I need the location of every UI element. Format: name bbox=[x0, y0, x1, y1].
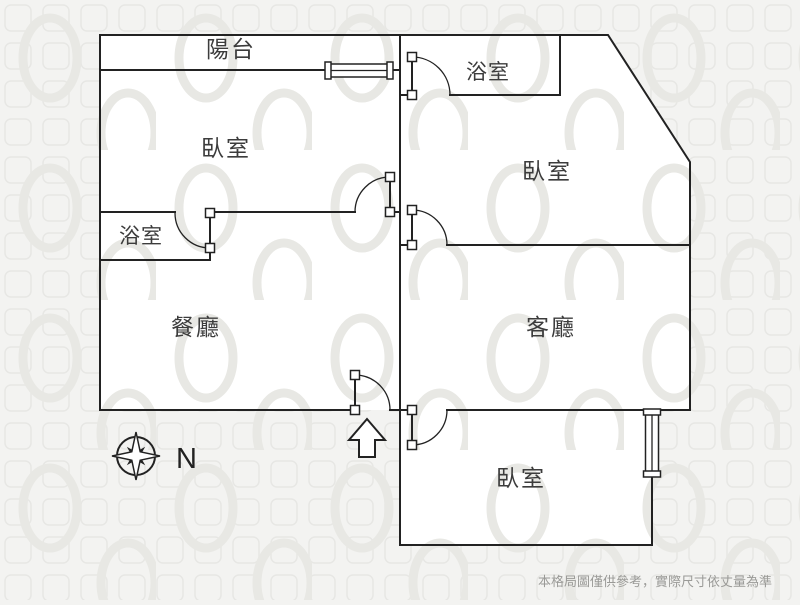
window-bedroom-bottom bbox=[642, 408, 662, 478]
door-arc-bedroom-left bbox=[354, 176, 391, 213]
room-label-bathroom-left: 浴室 bbox=[119, 225, 163, 248]
room-label-bedroom-right: 臥室 bbox=[522, 158, 572, 184]
door-arc-bedroom-bottom bbox=[411, 409, 448, 446]
room-label-balcony: 陽台 bbox=[206, 36, 256, 62]
compass-icon bbox=[111, 431, 161, 481]
room-label-bedroom-bottom: 臥室 bbox=[496, 465, 546, 491]
window-balcony bbox=[324, 61, 394, 80]
compass-north-label: N bbox=[176, 443, 197, 475]
door-arc-entrance bbox=[354, 374, 391, 411]
door-leaves bbox=[209, 57, 413, 445]
room-label-dining: 餐廳 bbox=[171, 314, 221, 340]
room-label-bedroom-left: 臥室 bbox=[201, 135, 251, 161]
door-arc-bedroom-right bbox=[411, 209, 448, 246]
room-label-living: 客廳 bbox=[526, 314, 576, 340]
wall-outer-top-right bbox=[99, 34, 691, 411]
door-arcs bbox=[174, 56, 451, 446]
door-arc-bathroom-top bbox=[411, 56, 451, 96]
entrance-arrow-icon bbox=[346, 417, 388, 458]
door-arc-bathroom-left bbox=[174, 212, 211, 249]
room-label-bathroom-top: 浴室 bbox=[466, 61, 510, 84]
door-jambs bbox=[204, 51, 418, 451]
disclaimer-text: 本格局圖僅供參考，實際尺寸依丈量為準 bbox=[538, 574, 772, 589]
